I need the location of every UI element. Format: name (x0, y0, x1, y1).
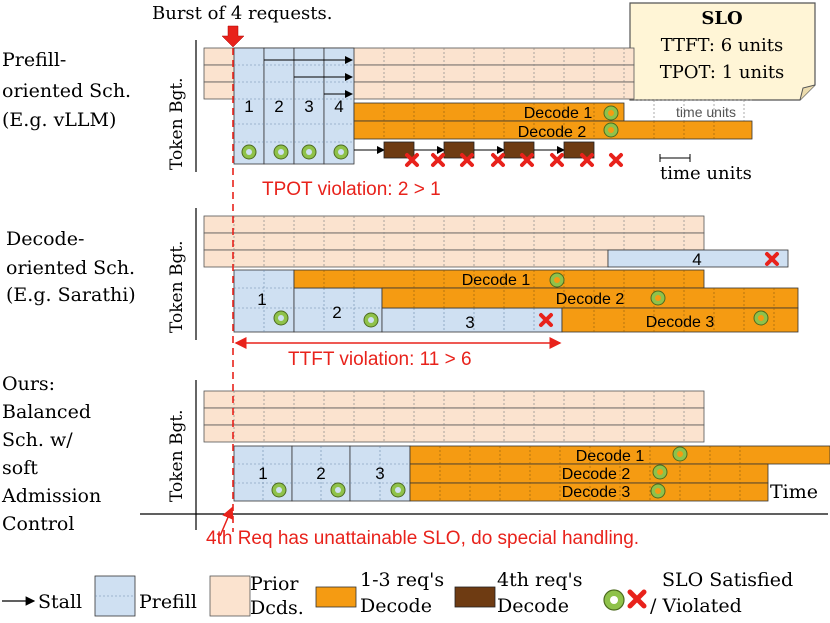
svg-text:2: 2 (316, 464, 325, 483)
legend-decode13-swatch (315, 586, 357, 608)
special-handling-note: 4th Req has unattainable SLO, do special… (206, 528, 639, 549)
legend-slo-line1: SLO Satisfied (662, 569, 793, 591)
svg-text:Decode 1: Decode 1 (462, 272, 531, 289)
legend: Stall Prefill Prior Dcds. 1-3 req's Deco… (2, 569, 793, 619)
svg-text:Decode 2: Decode 2 (562, 466, 631, 483)
panel1-axis-label: Token Bgt. (167, 77, 187, 170)
svg-text:4: 4 (692, 250, 701, 269)
burst-label: Burst of 4 requests. (152, 3, 332, 24)
panel2-title: Decode- oriented Sch. (E.g. Sarathi) (6, 228, 141, 306)
slo-title: SLO (701, 8, 742, 29)
panel1-prefills: 1 2 3 4 (233, 47, 355, 165)
legend-decode4-line1: 4th req's (497, 569, 582, 591)
svg-text:1: 1 (244, 97, 253, 116)
tpot-violation-label: TPOT violation: 2 > 1 (262, 179, 441, 200)
legend-prefill-label: Prefill (139, 591, 197, 613)
panel2-prefills: 1 2 3 4 (233, 249, 789, 333)
panel3-decodes: Decode 1 Decode 2 Decode 3 (409, 445, 830, 502)
legend-decode13-line2: Decode (360, 595, 432, 617)
slo-ttft: TTFT: 6 units (661, 35, 784, 56)
svg-text:Decode 1: Decode 1 (524, 105, 593, 122)
legend-prior-swatch (209, 575, 251, 617)
panel-balanced: Ours: Balanced Sch. w/ soft Admission Co… (1, 373, 830, 549)
svg-text:Decode 2: Decode 2 (518, 124, 587, 141)
slo-box: SLO TTFT: 6 units TPOT: 1 units (629, 2, 816, 101)
panel1-violation-icons (405, 153, 623, 167)
panel2-axis-label: Token Bgt. (167, 240, 187, 333)
panel1-time-units-hint: time units (676, 104, 736, 120)
panel3-title: Ours: Balanced Sch. w/ soft Admission Co… (1, 373, 107, 535)
legend-decode4-line2: Decode (497, 595, 569, 617)
legend-prior-line2: Dcds. (250, 597, 304, 619)
svg-text:Decode 2: Decode 2 (556, 291, 625, 308)
svg-text:4: 4 (334, 97, 343, 116)
panel-prefill-oriented: Prefill- oriented Sch. (E.g. vLLM) Token… (2, 40, 753, 200)
legend-prior-line1: Prior (250, 573, 299, 595)
time-axis-label: Time (770, 481, 818, 503)
panel1-title: Prefill- oriented Sch. (E.g. vLLM) (2, 49, 137, 131)
ttft-violation-label: TTFT violation: 11 > 6 (288, 349, 472, 370)
panel2-prior-decodes (203, 215, 705, 268)
svg-text:1: 1 (257, 290, 266, 309)
panel2-req4-violated-icon (765, 252, 779, 266)
svg-text:3: 3 (375, 464, 384, 483)
svg-text:Decode 1: Decode 1 (576, 448, 645, 465)
panel2-decodes: Decode 1 Decode 2 Decode 3 (293, 269, 799, 333)
svg-text:2: 2 (274, 97, 283, 116)
svg-text:1: 1 (258, 464, 267, 483)
svg-text:3: 3 (465, 313, 474, 332)
panel3-prefills: 1 2 3 (233, 445, 411, 502)
legend-slo-line2: / Violated (650, 595, 742, 617)
time-units-label: time units (660, 163, 752, 184)
panel1-decodes: Decode 1 Decode 2 time units (353, 99, 753, 141)
svg-text:Decode 3: Decode 3 (562, 484, 631, 501)
panel3-axis-label: Token Bgt. (167, 409, 187, 502)
svg-text:2: 2 (332, 303, 341, 322)
panel1-4th-decode (354, 141, 623, 167)
legend-stall-label: Stall (38, 591, 82, 613)
legend-decode13-line1: 1-3 req's (360, 569, 444, 591)
burst-arrow-icon (221, 25, 245, 48)
panel-decode-oriented: Decode- oriented Sch. (E.g. Sarathi) Tok… (6, 208, 799, 370)
svg-text:3: 3 (304, 97, 313, 116)
time-units-indicator: time units (659, 154, 752, 184)
legend-slo-violated-icon (627, 589, 647, 609)
panel1-slo-satisfied-icons (241, 144, 349, 160)
legend-decode4-swatch (454, 586, 496, 608)
panel2-req3-violated-icon (539, 313, 553, 327)
note-pointer-arrow (219, 506, 234, 537)
slo-tpot: TPOT: 1 units (660, 62, 785, 83)
panel1-time-grid (634, 99, 752, 121)
svg-text:Decode 3: Decode 3 (646, 314, 715, 331)
panel3-prior-decodes (203, 390, 705, 443)
